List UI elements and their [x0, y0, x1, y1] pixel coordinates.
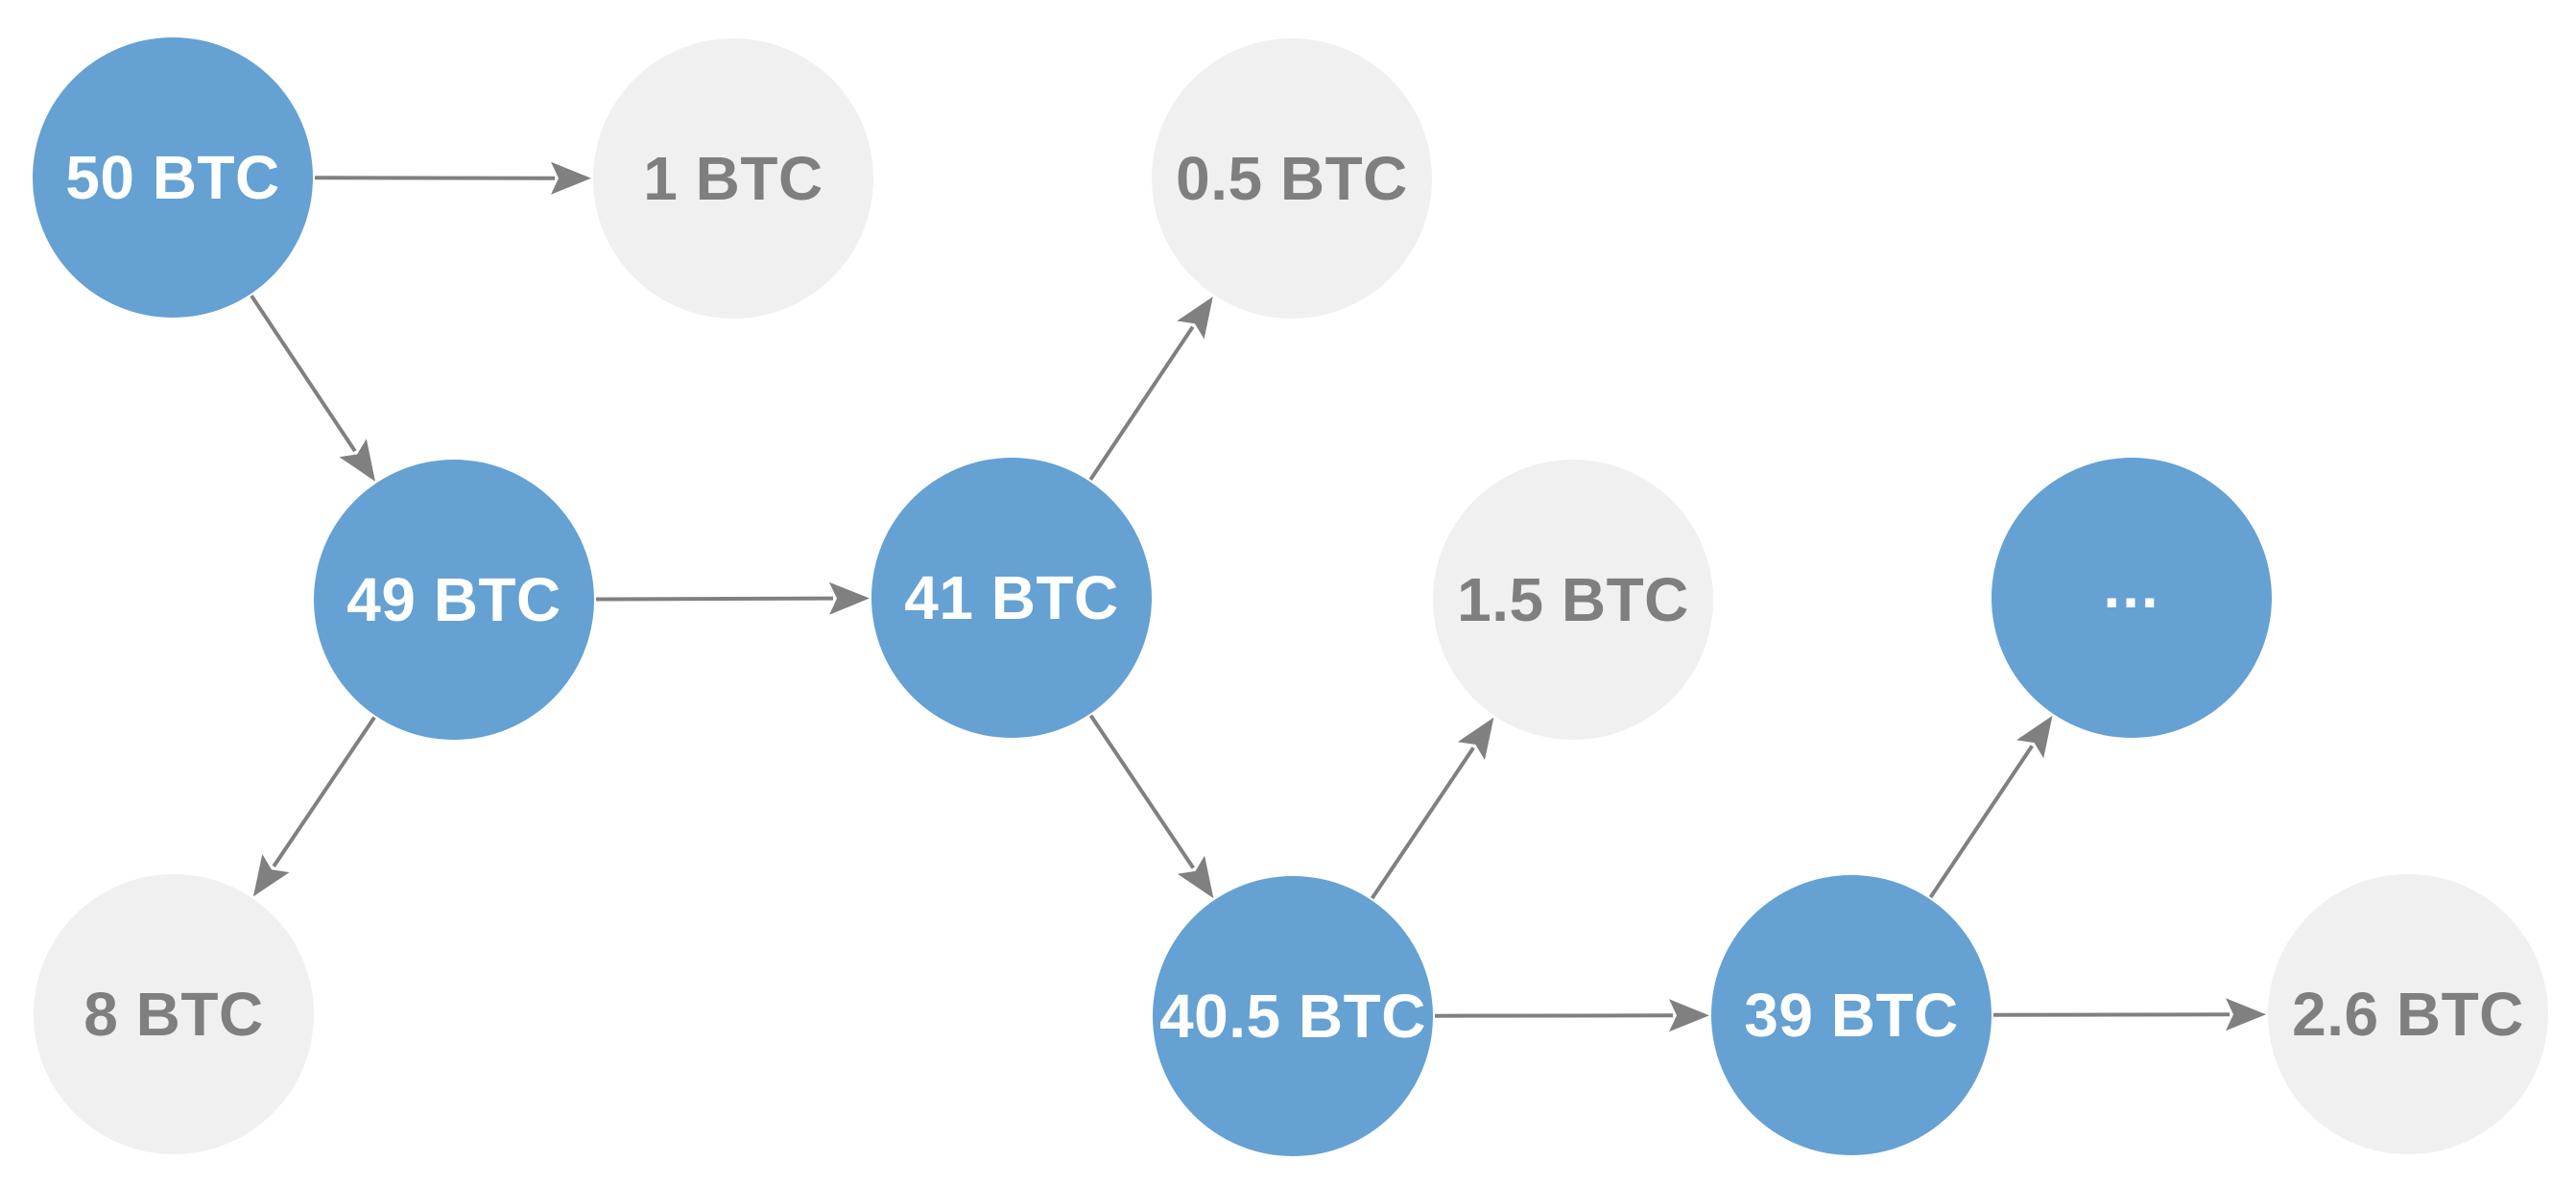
edge-n405-to-n39	[1434, 999, 1709, 1032]
node-label: 8 BTC	[83, 980, 264, 1049]
arrowhead-icon	[2226, 998, 2266, 1031]
node-label: 50 BTC	[65, 143, 280, 212]
edge-line	[1088, 714, 1195, 869]
node-n05[interactable]: 0.5 BTC	[1152, 38, 1432, 319]
arrowhead-icon	[828, 581, 870, 615]
arrowhead-icon	[1457, 717, 1494, 761]
node-label: 2.6 BTC	[2292, 980, 2524, 1049]
edge-n50-to-n49	[250, 295, 375, 482]
node-n41[interactable]: 41 BTC	[871, 458, 1152, 738]
node-n15[interactable]: 1.5 BTC	[1433, 460, 1713, 740]
node-label: 39 BTC	[1744, 981, 1959, 1050]
edge-line	[1088, 325, 1195, 482]
node-label: 41 BTC	[904, 563, 1119, 632]
node-n1[interactable]: 1 BTC	[593, 38, 873, 319]
arrowhead-icon	[1177, 855, 1214, 899]
edge-n41-to-n405	[1088, 714, 1214, 899]
edge-n49-to-n8	[252, 716, 376, 897]
node-n26[interactable]: 2.6 BTC	[2268, 874, 2548, 1154]
node-n49[interactable]: 49 BTC	[314, 460, 594, 740]
arrowhead-icon	[2016, 715, 2053, 759]
node-label: 1 BTC	[643, 144, 823, 213]
node-label: ...	[2103, 552, 2160, 621]
edge-n39-to-n26	[1992, 998, 2266, 1031]
edge-line	[272, 716, 376, 868]
node-label: 0.5 BTC	[1176, 144, 1408, 213]
arrowhead-icon	[339, 438, 375, 482]
edge-n49-to-n41	[595, 581, 870, 615]
arrowhead-icon	[252, 854, 290, 897]
arrowhead-icon	[1669, 999, 1709, 1032]
edge-n405-to-n15	[1370, 717, 1494, 900]
edge-n39-to-nmore	[1928, 715, 2053, 899]
edge-n41-to-n05	[1088, 296, 1213, 482]
node-n8[interactable]: 8 BTC	[34, 874, 314, 1154]
node-n405[interactable]: 40.5 BTC	[1153, 876, 1433, 1156]
edge-line	[250, 295, 357, 453]
arrowhead-icon	[551, 161, 591, 195]
node-n39[interactable]: 39 BTC	[1711, 875, 1992, 1155]
node-nmore[interactable]: ...	[1992, 458, 2272, 738]
edge-line	[595, 596, 834, 602]
edge-line	[1928, 745, 2034, 899]
node-label: 49 BTC	[346, 565, 561, 634]
node-n50[interactable]: 50 BTC	[33, 37, 313, 318]
edge-n50-to-n1	[314, 161, 591, 195]
arrowhead-icon	[1177, 296, 1213, 340]
edge-line	[1370, 747, 1475, 900]
node-label: 1.5 BTC	[1457, 565, 1689, 634]
node-label: 40.5 BTC	[1159, 982, 1426, 1051]
